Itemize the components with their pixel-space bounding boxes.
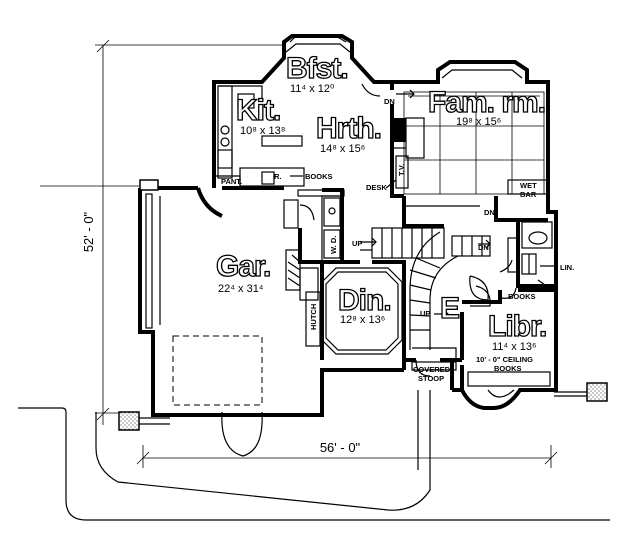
room-name-garage: Gar. bbox=[216, 250, 270, 283]
breakfast-bay bbox=[285, 35, 381, 97]
label-books-kitchen: BOOKS bbox=[305, 172, 333, 181]
label-up-entry: UP bbox=[420, 309, 430, 318]
room-size-kitchen: 10⁸ x 13⁸ bbox=[240, 125, 285, 137]
laundry bbox=[299, 188, 344, 263]
room-name-entry: E bbox=[440, 292, 459, 325]
overall-depth-dimension: 52' - 0" bbox=[81, 211, 96, 252]
label-covered-stoop-1: COVERED bbox=[413, 365, 451, 374]
room-size-dining: 12⁸ x 13⁶ bbox=[340, 314, 385, 326]
room-size-library: 11⁴ x 13⁶ bbox=[492, 341, 537, 353]
label-books-library: BOOKS bbox=[508, 292, 536, 301]
room-size-garage: 22⁴ x 31⁴ bbox=[218, 283, 264, 295]
label-dn-top: DN bbox=[384, 97, 395, 106]
room-name-library: Libr. bbox=[488, 310, 546, 343]
wet-bar-area bbox=[402, 179, 556, 288]
label-ceiling: 10' - 0" CEILING bbox=[476, 355, 533, 364]
label-up-stair: UP bbox=[352, 239, 362, 248]
dining-details bbox=[305, 260, 406, 360]
room-size-breakfast: 11⁴ x 12⁰ bbox=[290, 83, 335, 95]
library-details bbox=[462, 279, 556, 398]
room-size-family: 19⁸ x 15⁶ bbox=[456, 116, 501, 128]
label-tv: T.V. bbox=[397, 164, 406, 176]
pier-left bbox=[118, 411, 140, 431]
garage-details bbox=[139, 179, 319, 457]
room-name-hearth: Hrth. bbox=[316, 112, 381, 145]
driveway-walk bbox=[18, 390, 610, 521]
label-lin: LIN. bbox=[560, 263, 574, 272]
room-name-dining: Din. bbox=[338, 284, 391, 317]
entry-details bbox=[404, 259, 513, 377]
room-size-hearth: 14⁸ x 15⁶ bbox=[320, 143, 365, 155]
label-pant: PANT. bbox=[221, 177, 242, 186]
label-wet-bar-1: WET bbox=[520, 181, 537, 190]
room-name-breakfast: Bfst. bbox=[286, 52, 348, 85]
room-name-family: Fam. rm. bbox=[428, 86, 545, 119]
hearth-divider bbox=[390, 104, 425, 198]
dimension-lines bbox=[40, 39, 558, 468]
pier-right bbox=[586, 382, 608, 402]
label-dn-mid: DN bbox=[484, 208, 495, 217]
stairs bbox=[360, 227, 491, 350]
exterior-walls bbox=[138, 34, 558, 417]
label-wd: W. D. bbox=[329, 236, 338, 254]
label-dn-stair: DN bbox=[478, 243, 489, 252]
label-r: R. bbox=[274, 172, 282, 181]
label-wet-bar-2: BAR bbox=[520, 190, 537, 199]
stair-arrows bbox=[360, 89, 491, 319]
room-name-kitchen: Kit. bbox=[236, 94, 280, 127]
overall-width-dimension: 56' - 0" bbox=[320, 440, 361, 455]
label-hutch: HUTCH bbox=[309, 304, 318, 330]
family-room-grid bbox=[403, 61, 545, 195]
label-books-library-2: BOOKS bbox=[494, 364, 522, 373]
label-covered-stoop-2: STOOP bbox=[418, 374, 444, 383]
label-desk: DESK bbox=[366, 183, 387, 192]
